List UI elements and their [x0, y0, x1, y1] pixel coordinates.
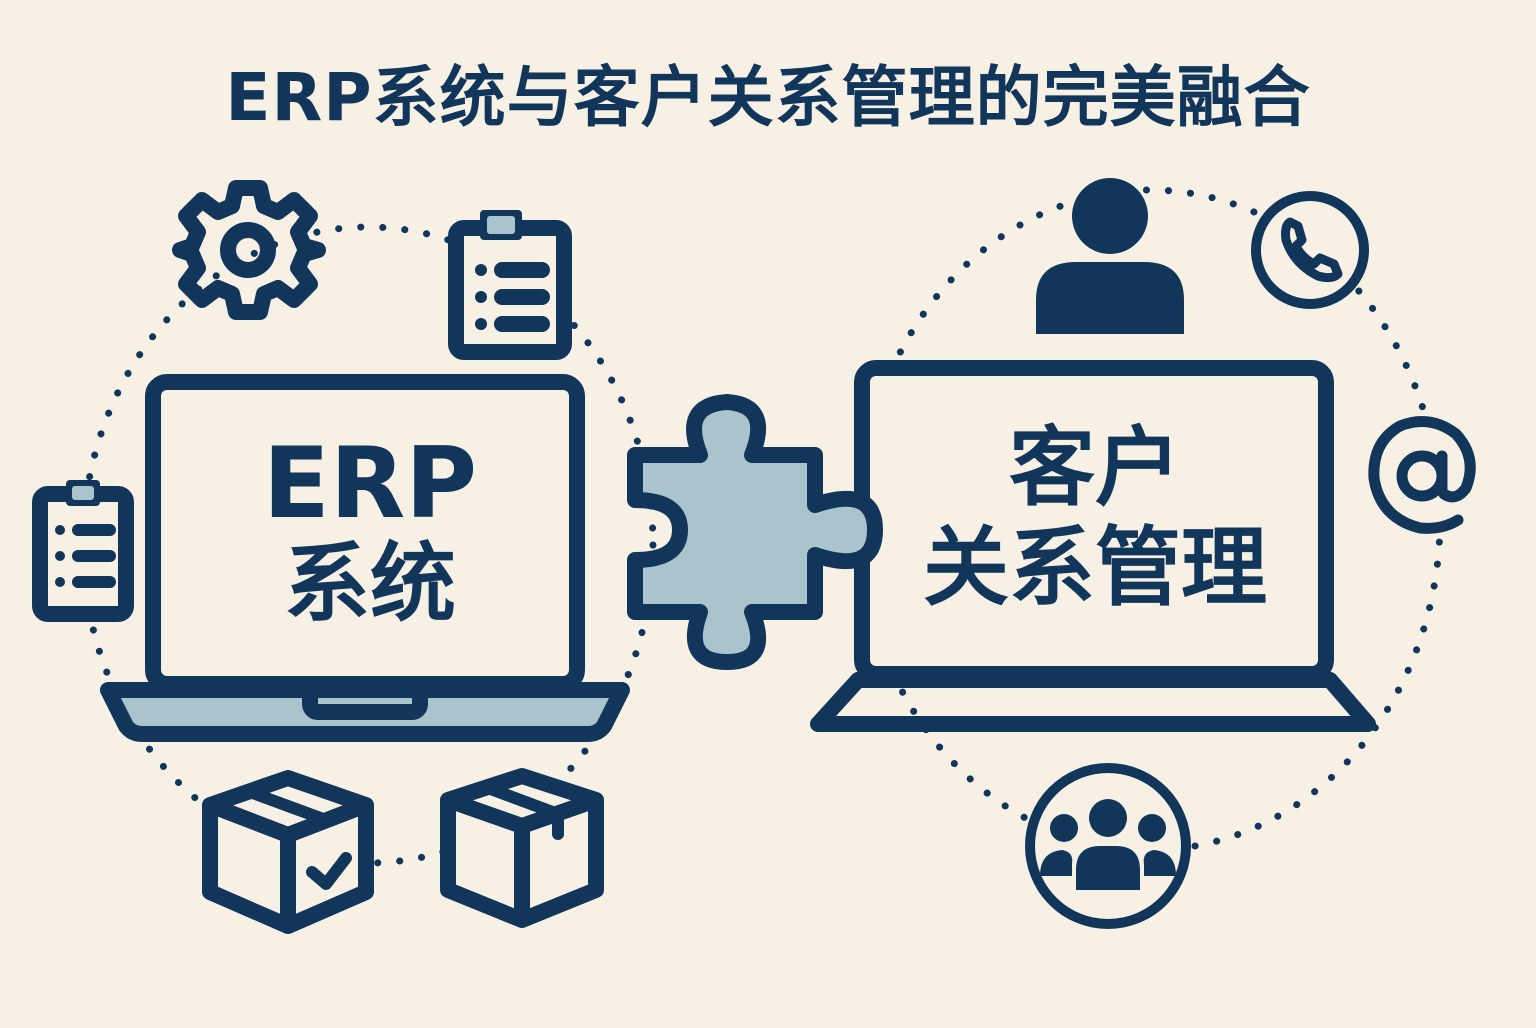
page-title: ERP系统与客户关系管理的完美融合: [225, 59, 1311, 136]
box-check-icon: [202, 770, 374, 934]
erp-laptop: [100, 374, 630, 742]
clipboard-icon: [448, 210, 572, 360]
phone-icon: [1251, 191, 1369, 309]
crm-laptop: [810, 360, 1376, 732]
at-sign-icon: [1368, 416, 1476, 534]
puzzle-piece-icon: [627, 394, 883, 670]
clipboard-small-icon: [32, 480, 134, 622]
crm-label-line1: 客户: [1009, 418, 1181, 518]
gear-icon: [172, 180, 326, 320]
box-icon: [440, 768, 604, 928]
erp-label-line1: ERP: [262, 427, 478, 541]
group-icon: [1025, 763, 1191, 929]
erp-label-line2: 系统: [284, 534, 456, 634]
erp-screen-label: ERP 系统: [160, 432, 580, 632]
crm-label-line2: 关系管理: [923, 518, 1267, 618]
person-icon: [1036, 178, 1184, 334]
crm-screen-label: 客户 关系管理: [870, 418, 1320, 618]
